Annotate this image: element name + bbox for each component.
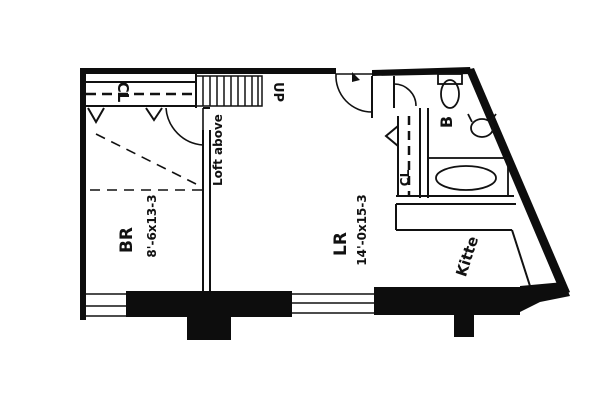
bath-name: B	[437, 116, 456, 128]
window-icon	[86, 293, 374, 317]
entry-arrow-icon	[352, 72, 360, 82]
living-room-name: LR	[331, 232, 351, 256]
bathtub-icon	[427, 157, 509, 197]
bottom-wall-corner	[520, 282, 570, 312]
bottom-wall-left	[126, 291, 292, 317]
right-diagonal-wall	[466, 68, 570, 296]
bedroom-closet-label: CL	[114, 82, 132, 103]
bedroom-dimensions: 8'-6x13-3	[145, 194, 159, 257]
bedroom-closet	[86, 74, 197, 125]
stair-direction-label: UP	[270, 82, 285, 102]
toilet-icon	[437, 73, 463, 109]
sink-icon	[467, 113, 497, 138]
stair-icon	[195, 75, 263, 107]
bottom-wall-right	[374, 287, 520, 315]
left-wall	[80, 68, 86, 320]
bath-closet-label: CL	[398, 169, 412, 186]
living-room-dimensions: 14'-0x15-3	[355, 194, 369, 265]
bedroom-name: BR	[117, 227, 137, 253]
bath-closet	[384, 116, 421, 196]
kitchenette-name: Kitte	[452, 234, 482, 279]
pier-right	[454, 313, 474, 337]
loft-lines	[90, 133, 203, 191]
exterior-walls	[80, 67, 570, 340]
top-wall	[80, 68, 336, 74]
loft-note: Loft above	[211, 114, 225, 186]
pier-left	[187, 315, 231, 340]
